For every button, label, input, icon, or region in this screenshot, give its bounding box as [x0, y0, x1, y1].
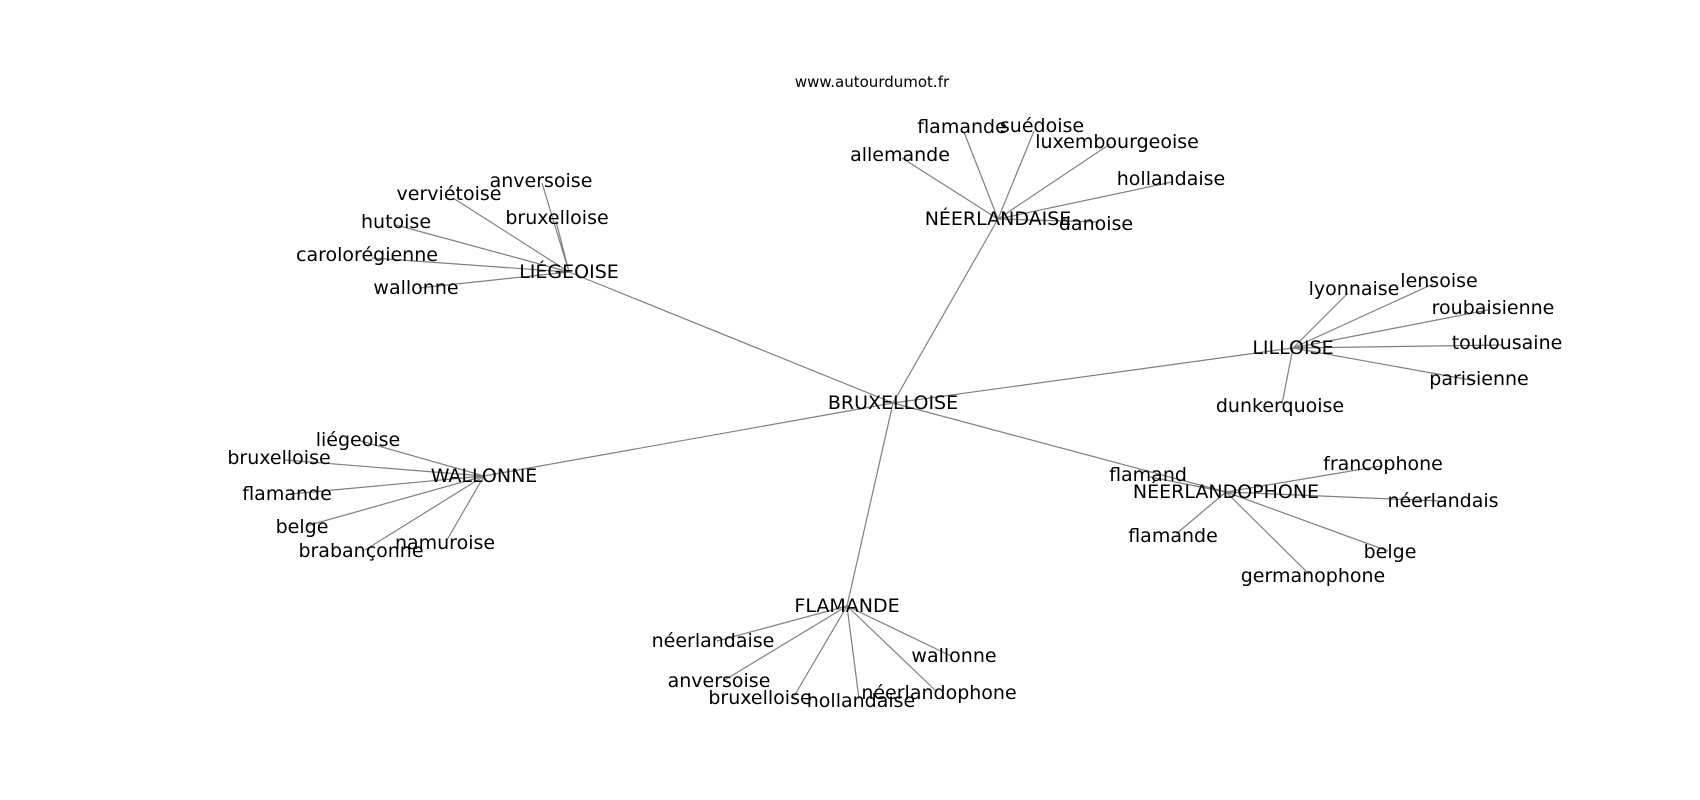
node-leaf-liegeoise-caroloregienne[interactable]: carolorégienne	[296, 244, 438, 266]
edge-neerlandophone-germanophone	[1225, 491, 1310, 575]
node-leaf-wallonne-liegeoise[interactable]: liégeoise	[316, 429, 401, 451]
node-leaf-liegeoise-vervietoise[interactable]: verviétoise	[397, 183, 502, 205]
edge-neerlandaise-danoise	[997, 218, 1100, 223]
node-hub-lilloise[interactable]: LILLOISE	[1252, 337, 1333, 359]
node-leaf-liegeoise-bruxelloise[interactable]: bruxelloise	[505, 207, 608, 229]
node-leaf-liegeoise-hutoise[interactable]: hutoise	[361, 211, 431, 233]
edge-lilloise-parisienne	[1292, 347, 1477, 382]
node-hub-liegeoise[interactable]: LIÉGEOISE	[519, 260, 619, 283]
node-leaf-lilloise-lensoise[interactable]: lensoise	[1400, 270, 1477, 292]
edge-neerlandophone-neerlandais	[1225, 491, 1441, 502]
edge-center-neerlandophone	[892, 402, 1227, 493]
edge-neerlandophone-flamand	[1149, 476, 1227, 493]
edge-neerlandophone-francophone	[1225, 465, 1382, 493]
node-leaf-neerlandophone-neerlandais[interactable]: néerlandais	[1387, 490, 1498, 512]
edge-neerlandophone-belge	[1225, 491, 1389, 552]
edge-center-liegeoise	[568, 271, 894, 404]
node-leaf-neerlandaise-danoise[interactable]: danoise	[1059, 213, 1133, 235]
node-leaf-flamande-bruxelloise[interactable]: bruxelloise	[708, 687, 811, 709]
labels-layer: BRUXELLOISELIÉGEOISEanversoiseverviétois…	[227, 115, 1562, 712]
edge-flamande-neerlandaise	[716, 605, 848, 642]
node-leaf-lilloise-parisienne[interactable]: parisienne	[1429, 368, 1528, 390]
node-leaf-wallonne-namuroise[interactable]: namuroise	[395, 532, 495, 554]
edge-liegeoise-anversoise	[541, 182, 570, 273]
node-leaf-flamande-hollandaise[interactable]: hollandaise	[807, 690, 915, 712]
node-leaf-flamande-neerlandophone[interactable]: néerlandophone	[861, 682, 1016, 704]
edge-lilloise-lensoise	[1292, 283, 1434, 349]
node-leaf-wallonne-bruxelloise[interactable]: bruxelloise	[227, 447, 330, 469]
node-leaf-lilloise-toulousaine[interactable]: toulousaine	[1452, 332, 1563, 354]
edge-center-lilloise	[892, 347, 1294, 404]
node-leaf-neerlandophone-flamande[interactable]: flamande	[1128, 525, 1218, 547]
node-hub-wallonne[interactable]: WALLONNE	[431, 465, 538, 487]
edge-wallonne-brabanconne	[364, 475, 485, 551]
edge-wallonne-belge	[305, 475, 485, 527]
edge-liegeoise-hutoise	[395, 224, 570, 273]
node-hub-flamande[interactable]: FLAMANDE	[794, 595, 899, 617]
edge-liegeoise-caroloregienne	[371, 257, 570, 273]
edge-wallonne-flamande	[289, 475, 485, 495]
node-leaf-neerlandaise-allemande[interactable]: allemande	[850, 144, 950, 166]
edge-center-neerlandaise	[892, 218, 999, 404]
node-leaf-liegeoise-anversoise[interactable]: anversoise	[490, 170, 593, 192]
node-hub-neerlandaise[interactable]: NÉERLANDAISE	[925, 207, 1072, 230]
edge-flamande-neerlandophone	[846, 605, 937, 692]
node-center-bruxelloise[interactable]: BRUXELLOISE	[828, 392, 958, 414]
edge-neerlandophone-flamande	[1175, 491, 1227, 535]
edge-center-flamande	[846, 402, 894, 607]
edge-neerlandaise-suedoise	[997, 130, 1035, 220]
edge-liegeoise-wallonne	[418, 271, 570, 289]
source-url[interactable]: www.autourdumot.fr	[795, 73, 950, 91]
node-leaf-flamande-anversoise[interactable]: anversoise	[668, 670, 771, 692]
edge-neerlandaise-luxembourgeoise	[997, 143, 1111, 220]
edge-lilloise-dunkerquoise	[1281, 347, 1294, 405]
node-leaf-liegeoise-wallonne[interactable]: wallonne	[373, 277, 458, 299]
node-leaf-neerlandophone-francophone[interactable]: francophone	[1323, 453, 1443, 475]
node-leaf-flamande-wallonne[interactable]: wallonne	[911, 645, 996, 667]
edge-neerlandaise-hollandaise	[997, 181, 1173, 220]
node-leaf-wallonne-belge[interactable]: belge	[276, 516, 329, 538]
edge-flamande-anversoise	[722, 605, 848, 682]
node-leaf-wallonne-brabanconne[interactable]: brabançonne	[298, 540, 423, 562]
edge-flamande-hollandaise	[846, 605, 860, 700]
edge-neerlandaise-flamande	[963, 131, 999, 220]
node-leaf-lilloise-lyonnaise[interactable]: lyonnaise	[1309, 278, 1400, 300]
node-leaf-neerlandaise-luxembourgeoise[interactable]: luxembourgeoise	[1035, 131, 1199, 153]
node-leaf-neerlandaise-suedoise[interactable]: suédoise	[1000, 115, 1084, 137]
node-leaf-lilloise-dunkerquoise[interactable]: dunkerquoise	[1216, 395, 1344, 417]
node-leaf-neerlandophone-flamand[interactable]: flamand	[1109, 464, 1187, 486]
edge-flamande-wallonne	[846, 605, 952, 657]
node-leaf-flamande-neerlandaise[interactable]: néerlandaise	[652, 630, 775, 652]
node-leaf-neerlandophone-germanophone[interactable]: germanophone	[1241, 565, 1386, 587]
edge-flamande-bruxelloise	[792, 605, 848, 699]
edge-liegeoise-bruxelloise	[555, 220, 570, 273]
node-leaf-neerlandophone-belge[interactable]: belge	[1364, 541, 1417, 563]
edge-wallonne-liegeoise	[360, 440, 485, 477]
node-leaf-lilloise-roubaisienne[interactable]: roubaisienne	[1432, 297, 1555, 319]
edge-lilloise-roubaisienne	[1292, 309, 1489, 349]
edge-center-wallonne	[483, 402, 894, 477]
edge-lilloise-lyonnaise	[1292, 292, 1349, 349]
node-leaf-neerlandaise-hollandaise[interactable]: hollandaise	[1117, 168, 1225, 190]
edges-layer	[284, 130, 1504, 700]
edge-liegeoise-vervietoise	[452, 197, 570, 273]
edge-neerlandaise-allemande	[901, 157, 999, 220]
edge-wallonne-bruxelloise	[284, 459, 485, 477]
node-leaf-wallonne-flamande[interactable]: flamande	[242, 483, 332, 505]
edge-wallonne-namuroise	[446, 475, 485, 541]
node-hub-neerlandophone[interactable]: NÉERLANDOPHONE	[1133, 480, 1319, 503]
edge-lilloise-toulousaine	[1292, 344, 1504, 349]
node-leaf-neerlandaise-flamande[interactable]: flamande	[917, 116, 1007, 138]
